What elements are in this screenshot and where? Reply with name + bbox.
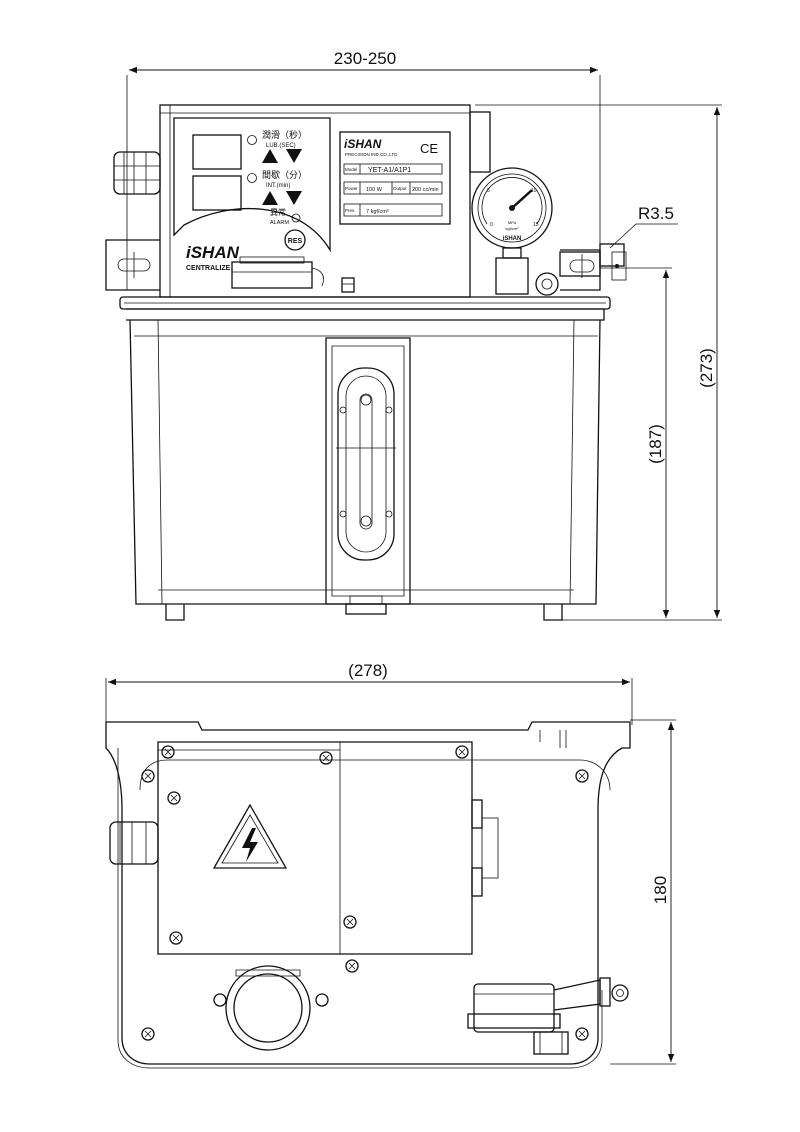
int-up-button[interactable] — [262, 191, 278, 205]
electrical-warning-icon — [212, 803, 288, 869]
bottom-width-dimension: (278) — [105, 661, 633, 725]
oil-filler-cap — [213, 965, 329, 1051]
int-down-button[interactable] — [286, 191, 302, 205]
mounting-brackets — [105, 239, 601, 291]
motor-cover — [157, 741, 499, 973]
nameplate-company: PRECISION IND.CO.,LTD — [345, 152, 398, 157]
base-outline — [105, 721, 631, 1065]
ce-mark: CE — [420, 141, 438, 156]
lub-up-button[interactable] — [262, 149, 278, 163]
pump-outlet — [467, 977, 629, 1055]
gauge-unit-bottom: kgf/cm² — [505, 226, 519, 231]
alarm-led — [291, 213, 301, 223]
int-display — [192, 175, 242, 211]
gauge-brand: iSHAN — [503, 236, 522, 242]
lub-label-en: LUB.(SEC) — [266, 143, 296, 149]
nameplate: iSHAN PRECISION IND.CO.,LTD CE Model YET… — [339, 131, 451, 225]
cable-gland-top — [109, 821, 159, 865]
gauge-scale-10: 10 — [531, 188, 537, 194]
fill-cap-front — [231, 256, 355, 293]
panel-brand: iSHAN — [186, 243, 240, 262]
alarm-label-en: ALARM — [270, 220, 289, 226]
lub-label-cn: 潤滑（秒） — [262, 129, 307, 141]
reset-button-label: RES — [288, 238, 303, 245]
alarm-label-cn: 異常 — [270, 208, 286, 217]
lub-led — [247, 135, 257, 145]
bottom-width-label: (278) — [348, 661, 388, 680]
model-label: Model — [345, 167, 357, 172]
base-screws — [141, 769, 589, 1041]
pressure-value: 7 kgf/cm² — [366, 209, 389, 215]
gauge-scale-0: 0 — [490, 222, 493, 228]
pressure-gauge: 0 5 10 15 MPa kgf/cm² iSHAN — [471, 167, 627, 296]
front-view: 230-250 (273) (187) R3.5 — [105, 49, 722, 621]
gauge-scale-5: 5 — [487, 188, 490, 194]
lub-display — [192, 134, 242, 170]
output-label: Output — [393, 186, 407, 191]
right-height-dimensions: (273) (187) — [475, 104, 722, 621]
top-view: (278) 180 — [105, 661, 676, 1069]
top-width-label: 230-250 — [334, 49, 396, 68]
sight-glass — [325, 337, 411, 605]
cable-gland — [113, 151, 161, 195]
power-label: Power — [345, 186, 358, 191]
gauge-scale-15: 15 — [533, 222, 539, 228]
radius-label: R3.5 — [638, 204, 674, 223]
control-panel: 潤滑（秒） LUB.(SEC) 間歇（分） INT.(min) 異常 ALARM… — [173, 117, 331, 272]
tank-lid — [119, 296, 611, 321]
gauge-unit-top: MPa — [508, 220, 517, 225]
tank-height-label: (187) — [646, 424, 665, 464]
int-label-cn: 間歇（分） — [262, 169, 307, 181]
radius-callout: R3.5 — [609, 204, 678, 249]
bottom-depth-label: 180 — [651, 876, 670, 904]
nameplate-brand: iSHAN — [344, 137, 382, 151]
overall-height-label: (273) — [697, 348, 716, 388]
panel-brand-sub: CENTRALIZE — [186, 265, 231, 272]
pressure-label: Pres. — [345, 208, 356, 213]
bottom-depth-dimension: 180 — [610, 719, 676, 1065]
top-width-dimension: 230-250 — [126, 49, 601, 290]
output-value: 200 cc/min — [412, 187, 439, 193]
lub-down-button[interactable] — [286, 149, 302, 163]
model-value: YET-A1/A1P1 — [368, 167, 411, 174]
power-value: 100 W — [366, 187, 383, 193]
int-label-en: INT.(min) — [266, 183, 290, 189]
int-led — [247, 173, 257, 183]
oil-tank — [129, 319, 601, 621]
reset-button[interactable] — [284, 229, 306, 251]
